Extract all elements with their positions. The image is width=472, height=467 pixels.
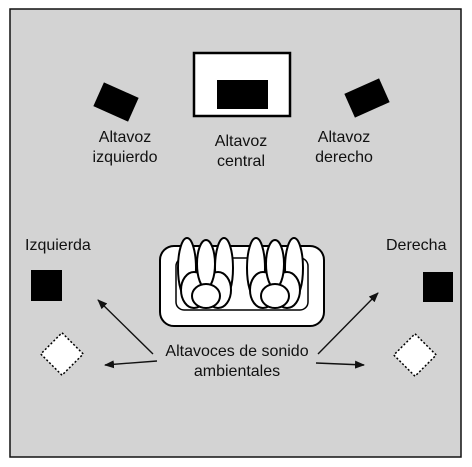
left-side-label: Izquierda [25,237,91,254]
center-speaker-icon [217,80,268,109]
front-left-speaker-icon [93,82,139,122]
right-side-speaker-icon [423,272,453,302]
surround-label-line2: ambientales [193,363,281,380]
right-side-label: Derecha [386,237,447,254]
center-label-line1: Altavoz [214,133,268,150]
arrow-to-left-side-speaker [97,299,154,355]
left-surround-speaker-icon [39,331,85,377]
right-surround-speaker-icon [392,332,438,378]
center-label-line2: central [216,153,266,170]
front-left-label-line2: izquierdo [92,149,158,166]
front-right-speaker-label: Altavoz derecho [306,128,382,168]
left-side-speaker-icon [31,270,62,301]
surround-speakers-label: Altavoces de sonido ambientales [148,342,326,382]
front-right-label-line2: derecho [315,149,373,166]
front-right-label-line1: Altavoz [317,129,371,146]
arrow-to-right-side-speaker [317,292,379,355]
arrow-to-right-surround-speaker [315,360,365,369]
front-left-label-line1: Altavoz [98,129,152,146]
sofa-with-listeners-icon [159,237,325,327]
arrow-to-left-surround-speaker [104,360,158,369]
front-left-speaker-label: Altavoz izquierdo [86,128,164,168]
center-speaker-label: Altavoz central [196,132,286,172]
front-right-speaker-icon [344,78,390,118]
surround-label-line1: Altavoces de sonido [165,343,309,360]
